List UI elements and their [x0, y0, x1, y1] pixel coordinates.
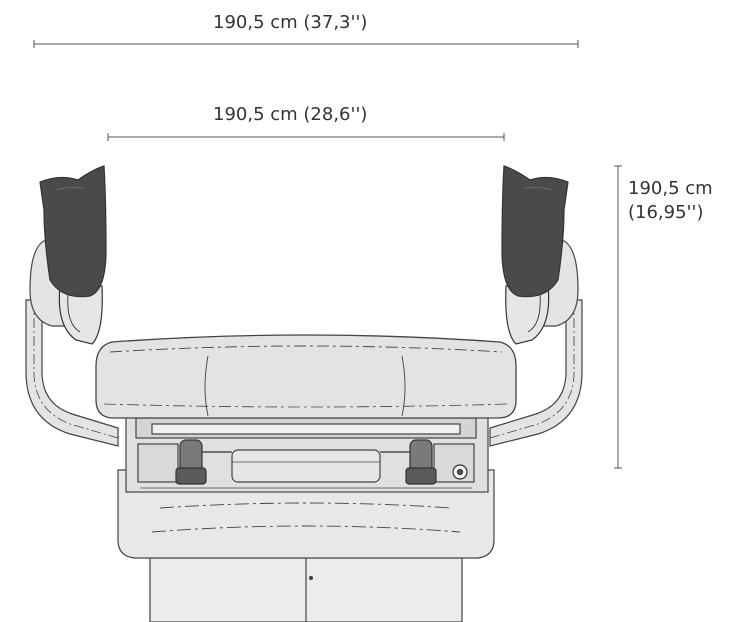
seat-pad	[95, 334, 517, 419]
overall-width-dimension-line	[33, 40, 579, 48]
height-dimension-line	[614, 165, 622, 469]
overall-width-label: 190,5 cm (37,3'')	[213, 12, 368, 33]
height-label-line-1: 190,5 cm	[628, 178, 713, 199]
right-stirrup	[501, 165, 569, 345]
inner-width-label: 190,5 cm (28,6'')	[213, 104, 368, 125]
left-stirrup	[39, 165, 107, 345]
inner-width-dimension-line	[107, 133, 505, 141]
base-cabinet	[149, 547, 463, 622]
height-label-line-2: (16,95'')	[628, 202, 704, 223]
right-adjustment-knob	[380, 439, 437, 485]
left-adjustment-knob	[175, 439, 232, 485]
power-outlet	[452, 464, 468, 480]
height-label: 190,5 cm (16,95'')	[628, 177, 713, 225]
